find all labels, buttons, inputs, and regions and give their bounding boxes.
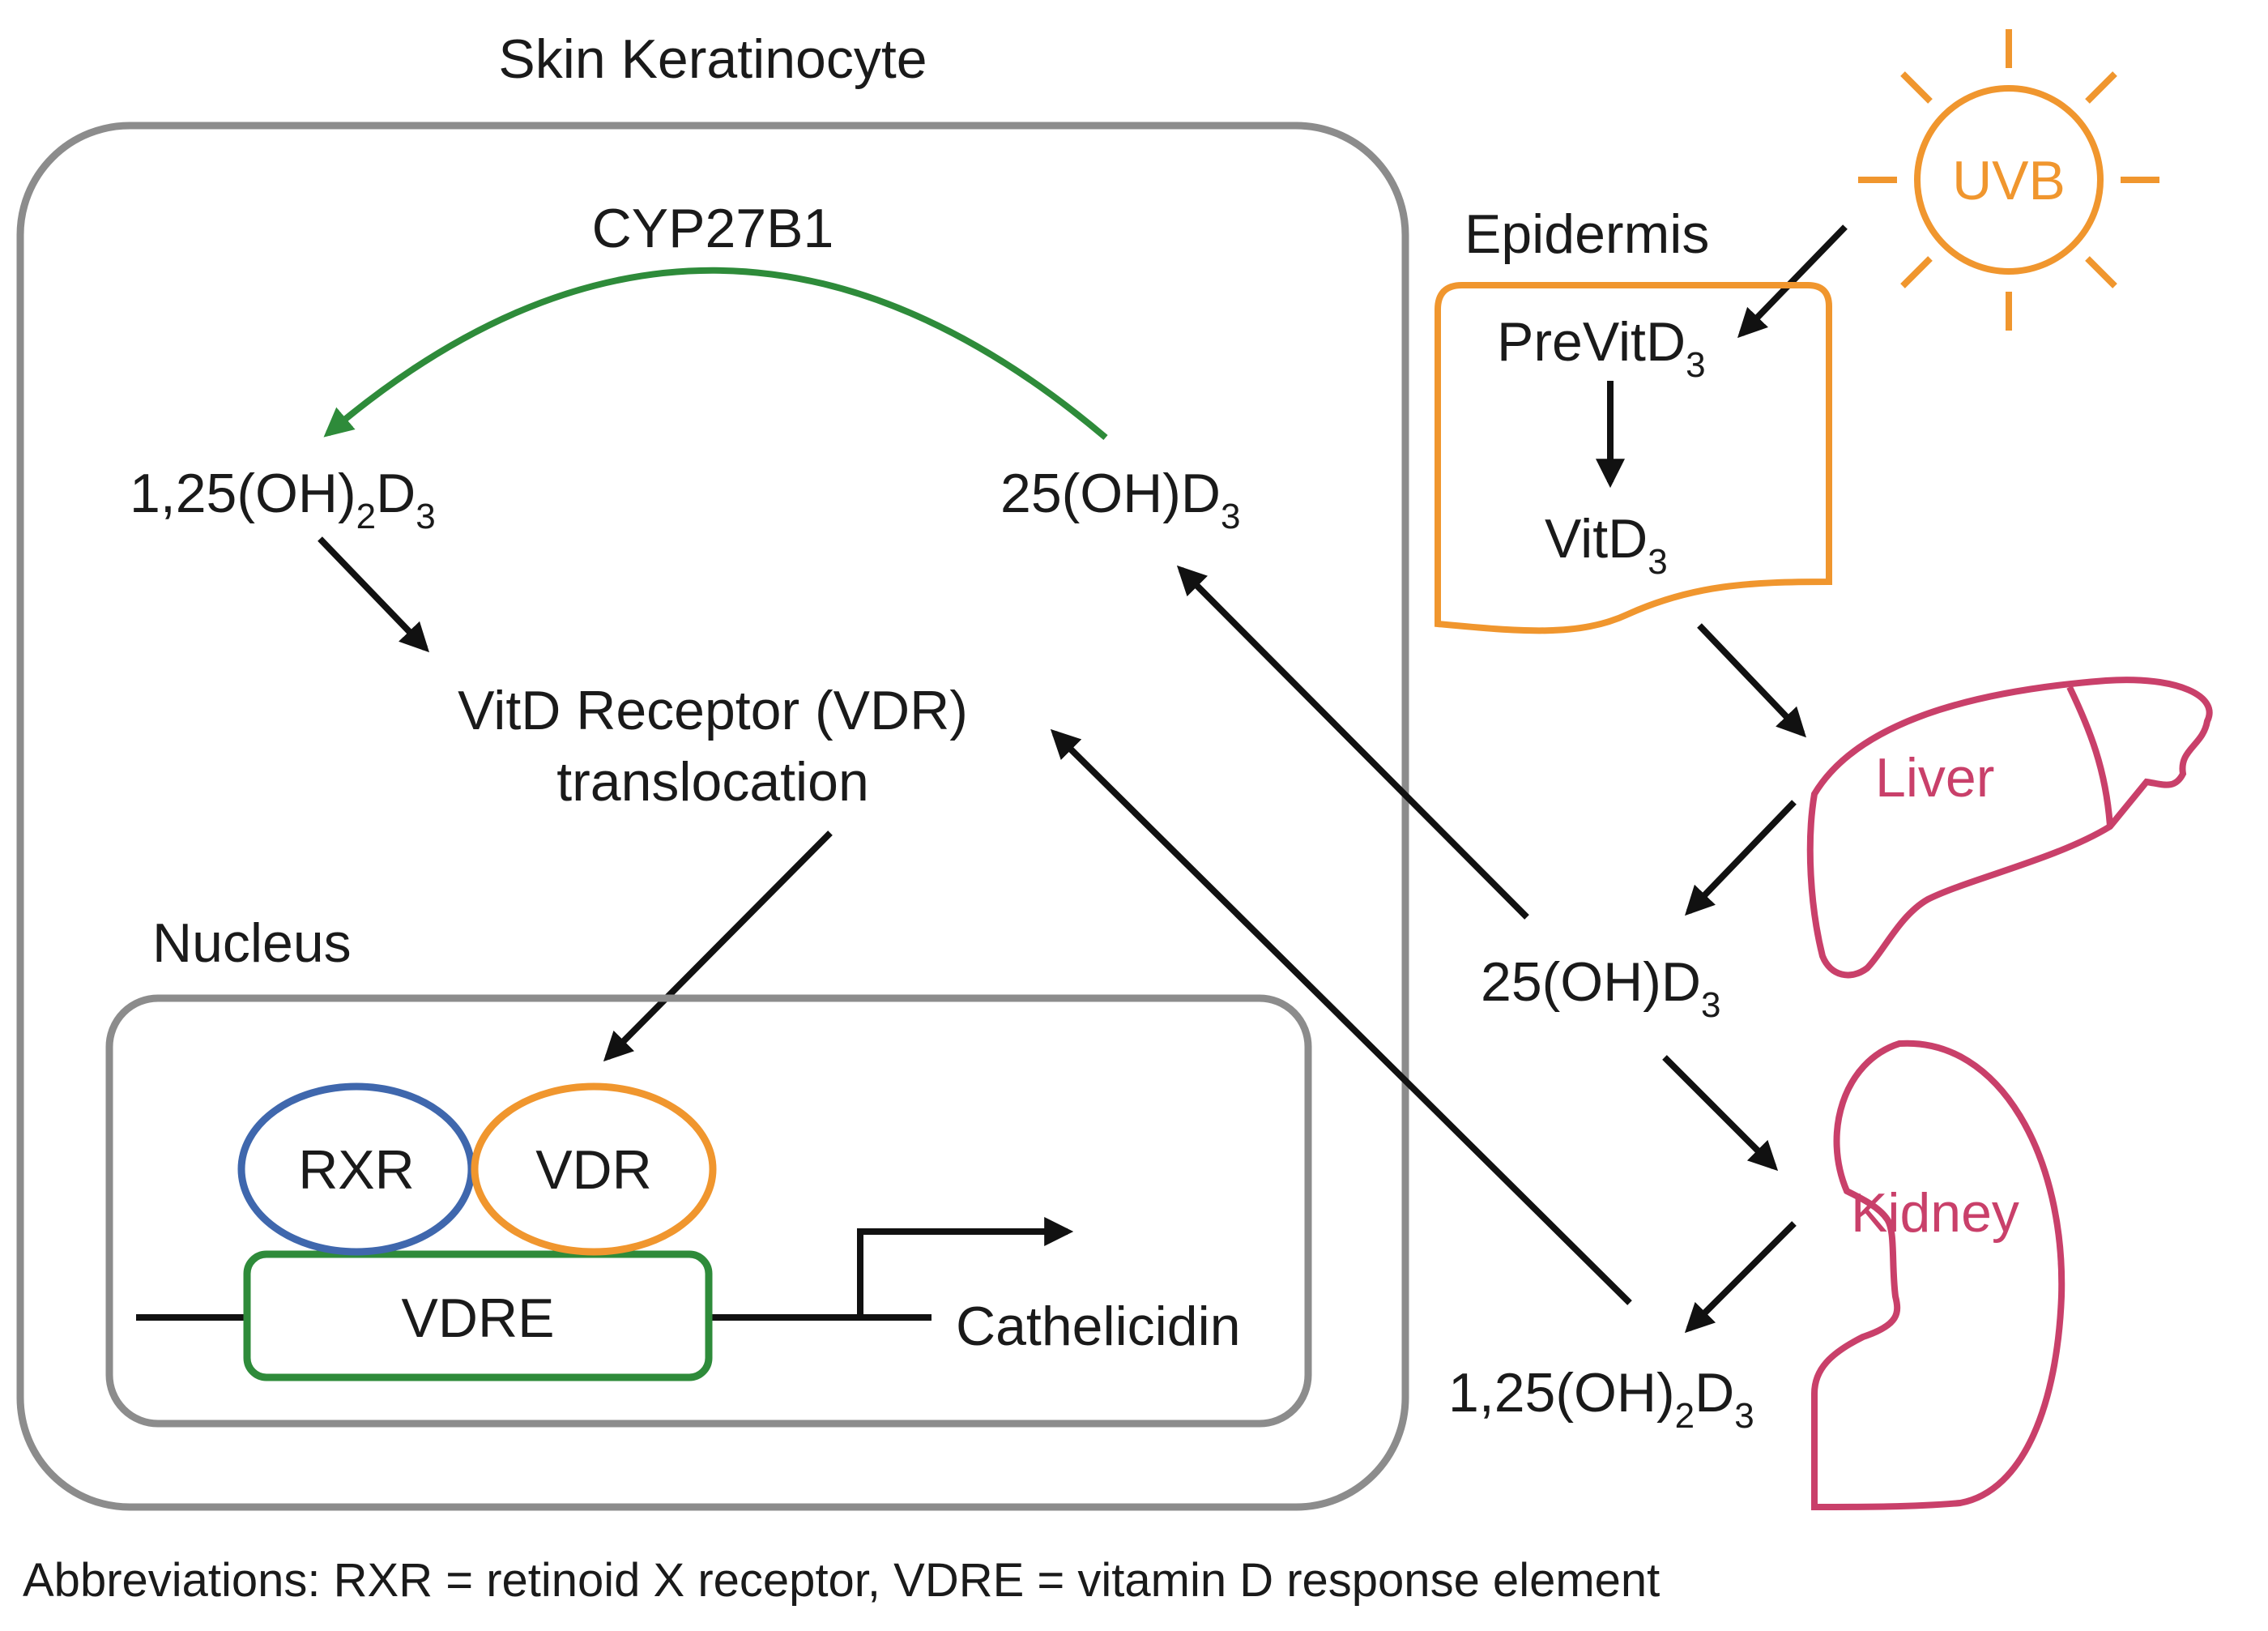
- uvb-label: UVB: [1952, 150, 2066, 211]
- transcription-start-arrow: [857, 1217, 1074, 1317]
- vdr-ellipse: [471, 1082, 717, 1256]
- vdr-label: VDR: [535, 1139, 652, 1201]
- liver-shape: [1806, 677, 2213, 979]
- kidney-shape: [1811, 1040, 2066, 1511]
- cathelicidin-label: Cathelicidin: [956, 1296, 1241, 1357]
- uvb-to-previtd3-arrow: [1737, 224, 1848, 339]
- translocation-to-nucleus-arrow: [603, 830, 833, 1062]
- circulating-active-label: 1,25(OH)2D3: [1448, 1362, 1754, 1436]
- circulation-to-receptor-arrow: [1050, 728, 1632, 1305]
- cell-title: Skin Keratinocyte: [498, 28, 927, 90]
- liver-label: Liver: [1875, 747, 1994, 809]
- keratinocyte-cell-boundary: [16, 122, 1409, 1511]
- vitd3-to-liver-arrow: [1697, 623, 1806, 738]
- receptor-label-line1: VitD Receptor (VDR): [458, 680, 968, 741]
- sun-icon: [1858, 29, 2159, 331]
- enzyme-label: CYP27B1: [592, 198, 834, 259]
- vdre-label: VDRE: [402, 1287, 555, 1349]
- active-to-receptor-arrow: [318, 536, 429, 653]
- previtd3-label: PreVitD3: [1497, 311, 1706, 385]
- active-vitamin-d-label: 1,25(OH)2D3: [130, 463, 436, 536]
- epidermis-label: Epidermis: [1464, 203, 1709, 265]
- kidney-to-active-arrow: [1684, 1221, 1797, 1334]
- liver-to-25ohd3-arrow: [1685, 800, 1797, 916]
- circulation-to-cell-precursor-arrow: [1176, 565, 1529, 920]
- vitd3-label: VitD3: [1545, 508, 1668, 582]
- nucleus-label: Nucleus: [152, 912, 352, 974]
- 25ohd3-to-kidney-arrow: [1662, 1055, 1779, 1172]
- cyp27b1-conversion-arrow: [323, 267, 1108, 441]
- rxr-label: RXR: [298, 1139, 415, 1201]
- liver-lobe-divider: [2066, 685, 2113, 827]
- abbreviations-footnote: Abbreviations: RXR = retinoid X receptor…: [23, 1554, 1660, 1607]
- vdre-box: [243, 1250, 713, 1381]
- precursor-vitamin-d-label: 25(OH)D3: [1000, 463, 1241, 536]
- nucleus-boundary: [105, 994, 1312, 1428]
- circulating-precursor-label: 25(OH)D3: [1481, 951, 1721, 1025]
- receptor-label-line2: translocation: [556, 751, 869, 813]
- epidermis-shape: [1435, 282, 1832, 634]
- kidney-label: Kidney: [1851, 1182, 2019, 1244]
